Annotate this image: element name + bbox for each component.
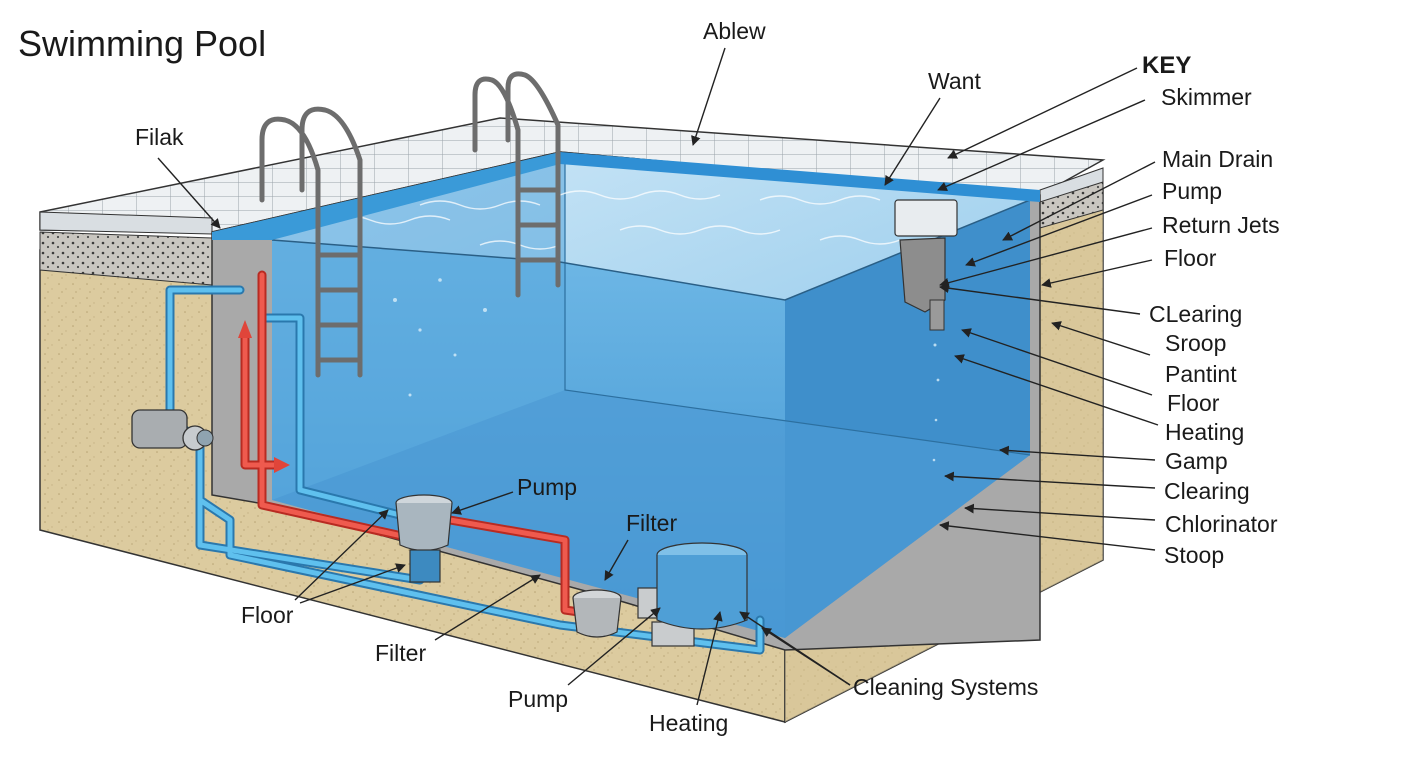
label-pump-mid: Pump (517, 474, 578, 500)
label-pump-bottom: Pump (508, 686, 569, 712)
label-heating-bottom: Heating (649, 710, 729, 736)
label-filter-left: Filter (375, 640, 427, 666)
skimmer-unit (894, 199, 958, 331)
key-heading: KEY (1142, 52, 1192, 79)
key-item: Stoop (1164, 542, 1225, 568)
key-item: Return Jets (1162, 212, 1280, 238)
key-item: Pantint (1165, 361, 1237, 387)
label-ablew: Ablew (703, 18, 766, 44)
label-filak: Filak (135, 124, 184, 150)
key-item: Main Drain (1162, 146, 1274, 172)
key-item: Skimmer (1161, 84, 1252, 110)
key-item: Floor (1164, 245, 1217, 271)
heater-tank (656, 542, 748, 630)
control-box-2 (651, 621, 695, 647)
label-cleaning-systems: Cleaning Systems (853, 674, 1039, 700)
booster-pump (572, 589, 622, 638)
key-item: Pump (1162, 178, 1223, 204)
pool-ladder-left (259, 106, 363, 378)
key-item: Sroop (1165, 330, 1227, 356)
pool-ladder-right (472, 71, 561, 298)
key-item: Floor (1167, 390, 1220, 416)
pool-floor (272, 390, 1030, 638)
label-filter-mid: Filter (626, 510, 678, 536)
key-item: CLearing (1149, 301, 1243, 327)
label-floor-left: Floor (241, 602, 294, 628)
key-item: Gamp (1165, 448, 1228, 474)
key-item: Clearing (1164, 478, 1250, 504)
key-item: Chlorinator (1165, 511, 1278, 537)
key-item: Heating (1165, 419, 1245, 445)
diagram-title: Swimming Pool (18, 23, 267, 64)
label-want: Want (928, 68, 981, 94)
filter-canister (395, 494, 453, 583)
pump-motor (131, 409, 214, 451)
